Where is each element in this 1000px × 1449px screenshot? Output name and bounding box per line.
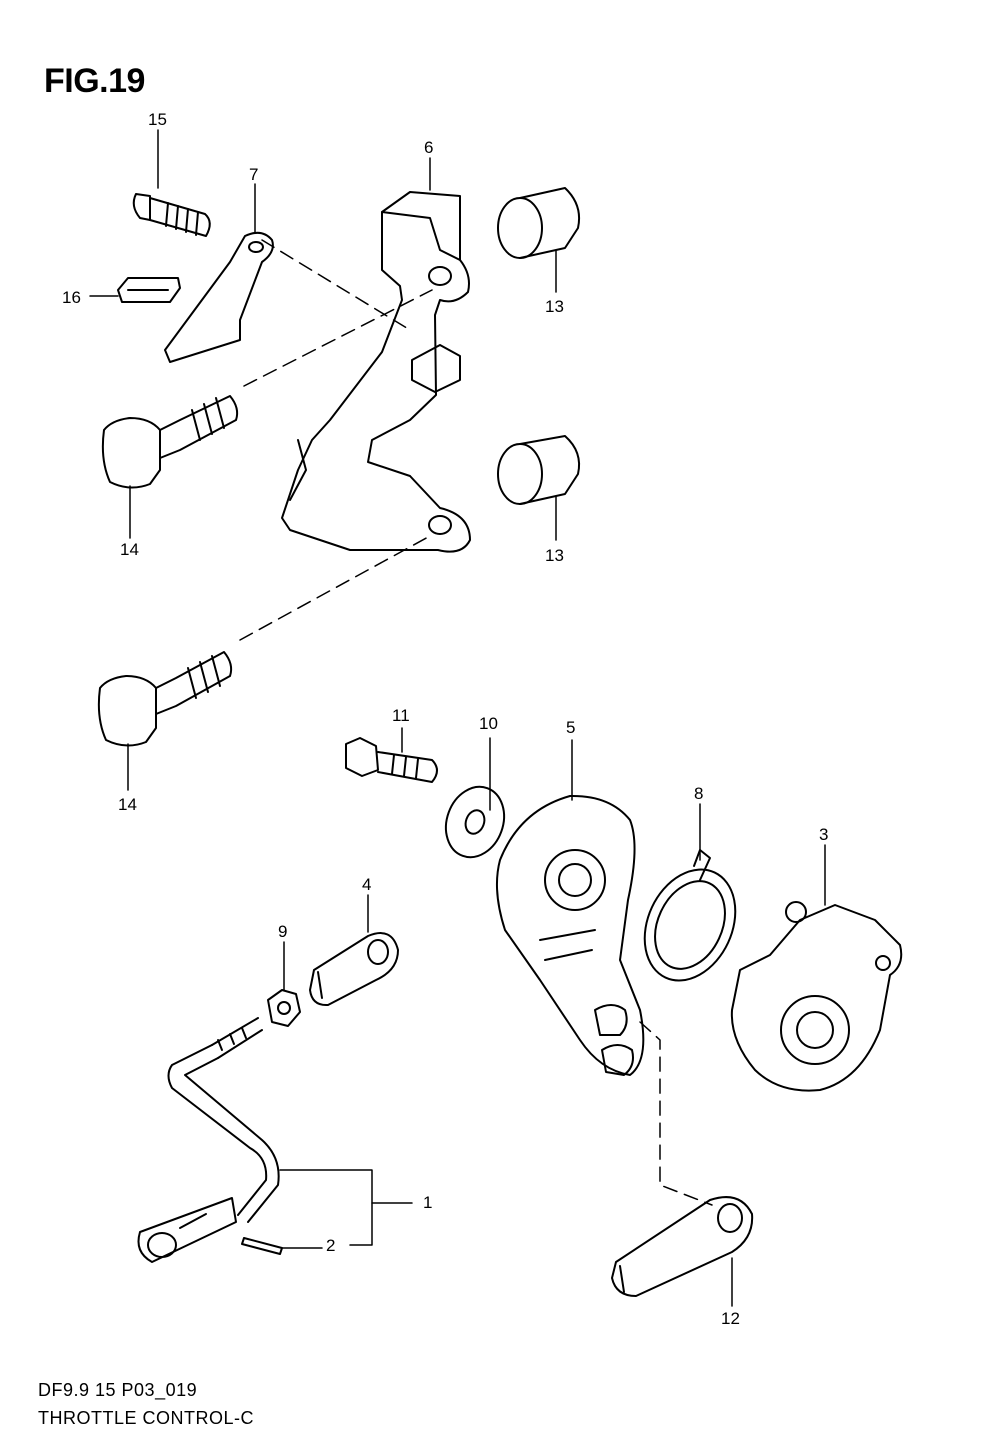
drawing-caption: THROTTLE CONTROL-C (38, 1408, 254, 1428)
callouts: 1 2 3 4 5 6 7 8 9 10 11 12 13 13 14 14 1… (62, 110, 828, 1328)
callout-15: 15 (148, 110, 167, 129)
callout-13-lower: 13 (545, 546, 564, 565)
callout-2: 2 (326, 1236, 335, 1255)
part-13-bushing-lower (497, 435, 581, 505)
part-8-spring (643, 849, 737, 982)
part-9-nut (267, 989, 301, 1027)
part-10-washer (444, 785, 506, 859)
part-14-bolt-upper (101, 395, 239, 489)
part-7-plate (164, 231, 274, 363)
callout-13-upper: 13 (545, 297, 564, 316)
part-11-bolt (345, 737, 438, 783)
callout-12: 12 (721, 1309, 740, 1328)
callout-8: 8 (694, 784, 703, 803)
callout-10: 10 (479, 714, 498, 733)
part-5-lever (496, 794, 645, 1076)
part-3-cover (730, 901, 903, 1092)
callout-16: 16 (62, 288, 81, 307)
part-13-bushing-upper (497, 187, 581, 259)
callout-9: 9 (278, 922, 287, 941)
callout-14-lower: 14 (118, 795, 137, 814)
part-6-bracket (281, 191, 471, 553)
callout-11: 11 (392, 706, 410, 725)
leader-lines (89, 129, 826, 1307)
figure-title: FIG.19 (44, 62, 145, 100)
callout-6: 6 (424, 138, 433, 157)
part-15-bolt (132, 193, 211, 237)
callout-14-upper: 14 (120, 540, 139, 559)
callout-1: 1 (423, 1193, 432, 1212)
drawing-code: DF9.9 15 P03_019 (38, 1380, 198, 1400)
part-4-rod-end (309, 932, 399, 1007)
callout-7: 7 (249, 165, 258, 184)
callout-4: 4 (362, 875, 371, 894)
assembly-lines (239, 239, 713, 1206)
part-12-rod-end (611, 1196, 754, 1297)
part-16-clip (117, 277, 181, 303)
callout-3: 3 (819, 825, 828, 844)
part-14-bolt-lower (97, 651, 233, 747)
callout-5: 5 (566, 718, 575, 737)
part-2-pin (241, 1237, 283, 1255)
part-1-rod (137, 1017, 280, 1263)
